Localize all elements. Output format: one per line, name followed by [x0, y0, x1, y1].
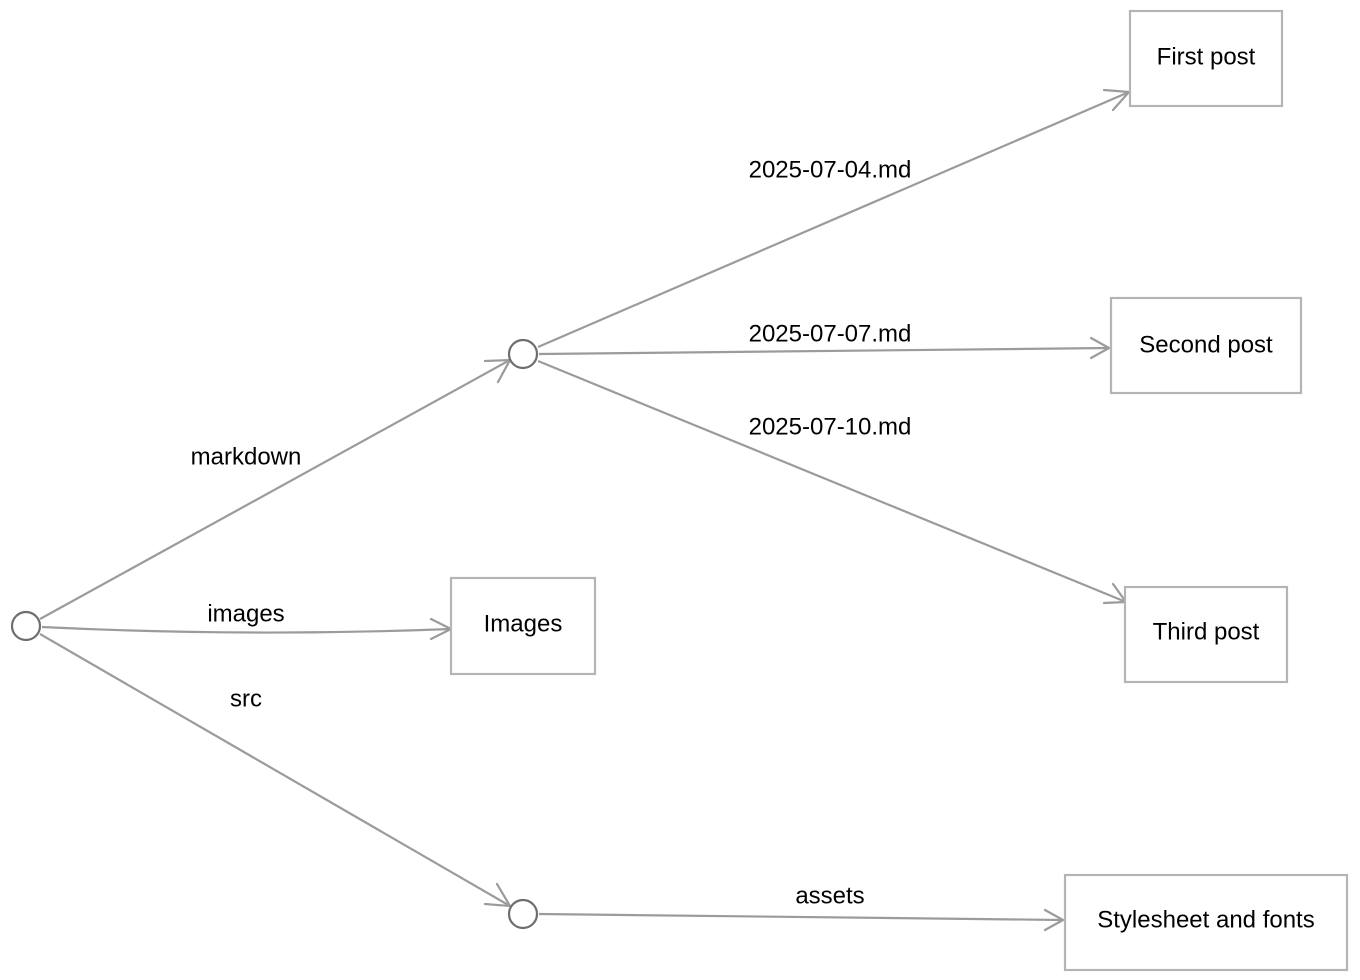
node-label-first-post: First post	[1157, 43, 1256, 70]
edge-root-src	[39, 633, 512, 908]
edge-markdown-first-post	[537, 88, 1131, 349]
node-stylesheet-fonts[interactable]: Stylesheet and fonts	[1063, 873, 1349, 972]
edge-label-first-file: 2025-07-04.md	[749, 156, 912, 183]
edge-markdown-third-post	[537, 359, 1128, 605]
edge-label-src: src	[230, 685, 262, 712]
root-node[interactable]	[10, 610, 42, 642]
edge-src-assets	[538, 908, 1065, 932]
node-first-post[interactable]: First post	[1128, 9, 1284, 108]
markdown-dir-node[interactable]	[507, 338, 539, 370]
edge-label-markdown: markdown	[191, 443, 302, 470]
src-dir-node[interactable]	[507, 898, 539, 930]
edge-root-markdown	[39, 358, 512, 620]
node-label-stylesheet-fonts: Stylesheet and fonts	[1097, 906, 1314, 933]
edge-label-images: images	[207, 600, 284, 627]
node-third-post[interactable]: Third post	[1123, 585, 1289, 684]
node-label-images: Images	[484, 610, 563, 637]
edge-label-second-file: 2025-07-07.md	[749, 320, 912, 347]
edge-markdown-second-post	[538, 336, 1111, 360]
node-label-second-post: Second post	[1139, 331, 1273, 358]
node-second-post[interactable]: Second post	[1109, 296, 1303, 395]
edge-label-assets: assets	[795, 882, 864, 909]
node-images[interactable]: Images	[449, 576, 597, 676]
node-label-third-post: Third post	[1153, 618, 1260, 645]
edge-label-third-file: 2025-07-10.md	[749, 413, 912, 440]
